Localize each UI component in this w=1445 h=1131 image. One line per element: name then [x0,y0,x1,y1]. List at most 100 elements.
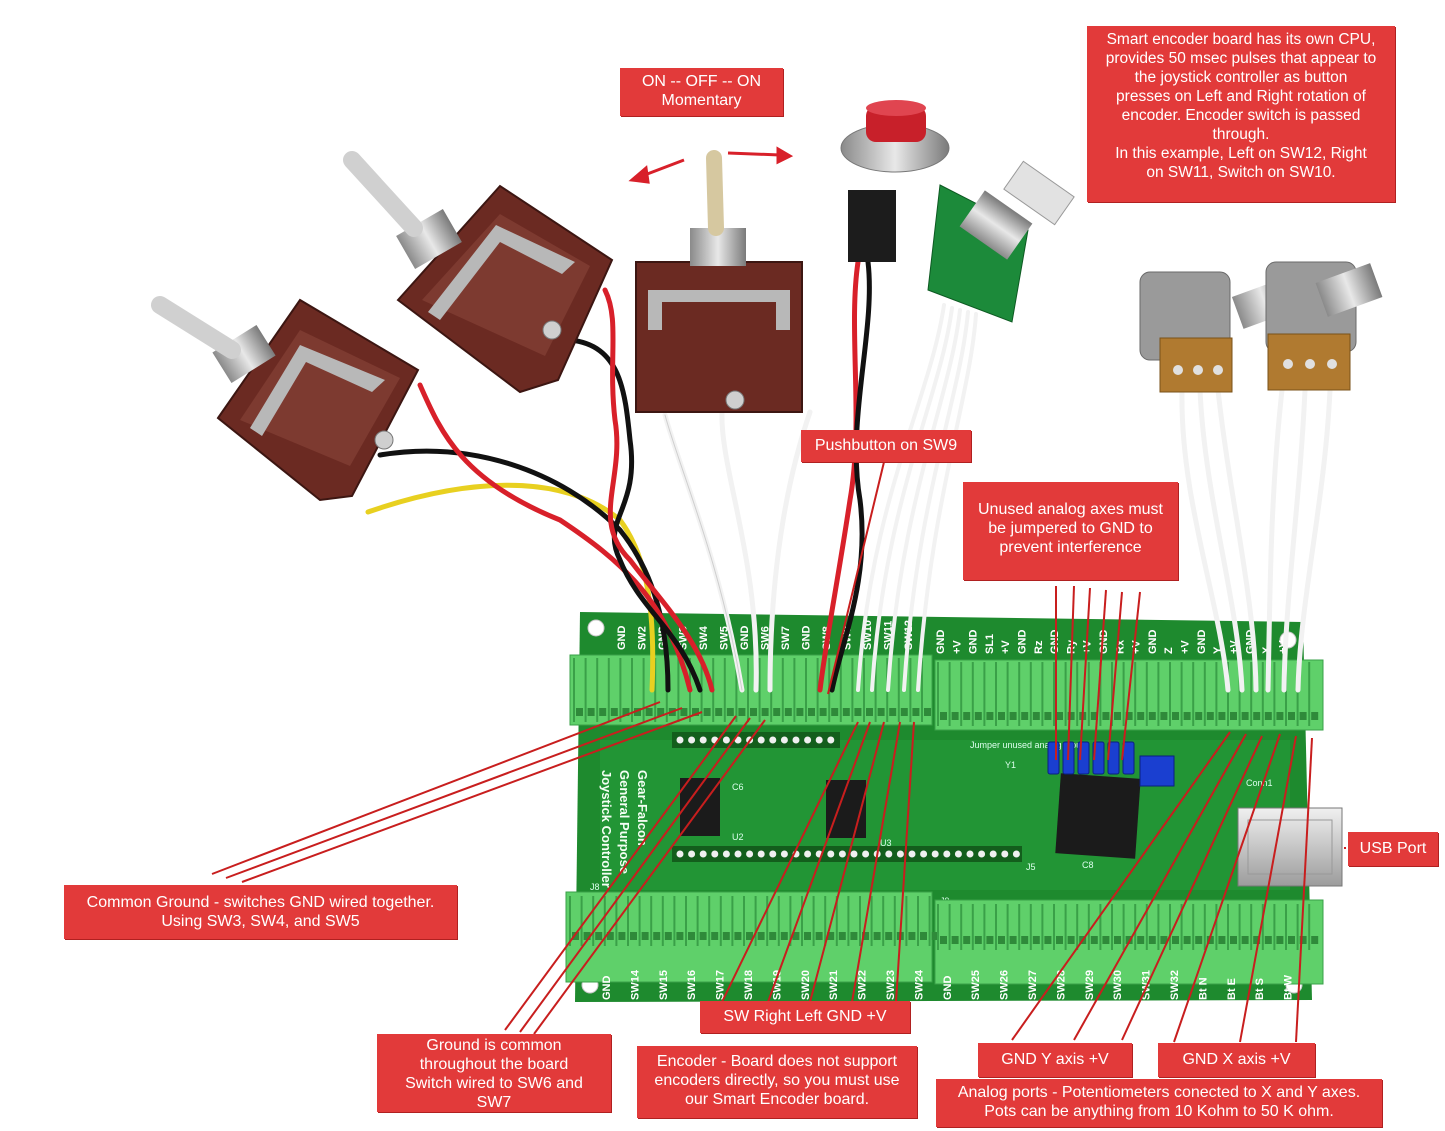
pin-label: SW32 [1169,970,1181,1000]
terminal-screw [1090,712,1098,720]
terminal-screw [688,932,695,940]
pin-label: GND [801,626,813,651]
terminal-screw [1032,712,1040,720]
terminal-screw [1299,712,1307,720]
terminal-screw [1218,936,1226,944]
pin-label: SW15 [658,970,670,1000]
header-pin [896,850,904,858]
terminal-screw [819,708,827,716]
smart-encoder-line-5: encoder. Encoder switch is passed [1121,107,1361,124]
jumper-cap[interactable] [1122,741,1135,775]
terminal-screw [1230,712,1237,720]
header-pin [722,850,730,858]
terminal-screw [1206,712,1214,720]
header-pin [688,736,696,744]
pin-label: SW14 [629,969,641,1000]
terminal-screw [657,708,665,716]
terminal-screw [1148,936,1156,944]
header-pin [699,736,707,744]
header-pin [804,850,812,858]
header-pin [827,736,835,744]
terminal-screw [664,932,672,940]
terminal-screw [920,932,927,940]
jumper-cap[interactable] [1139,755,1175,787]
terminal-screw [940,936,947,944]
terminal-screw [622,708,630,716]
terminal-screw [850,932,858,940]
pin-label: GND [1017,630,1029,655]
header-pin [966,850,974,858]
silk-jumper-note: Jumper unused analog inputs [970,740,1089,750]
smart-encoder-line-3: the joystick controller as button [1134,69,1348,86]
terminal-screw [780,932,788,940]
silk-y1: Y1 [1005,760,1016,770]
sw-pins-label: SW Right Left GND +V [723,1008,887,1025]
pin-label: SW27 [1027,970,1039,1000]
terminal-screw [711,932,719,940]
terminal-screw [1056,712,1063,720]
terminal-screw [912,708,920,716]
terminal-screw [885,932,893,940]
pushbutton-label: Pushbutton on SW9 [814,437,958,454]
terminal-screw [998,936,1005,944]
potentiometer-icon [1265,261,1383,391]
terminal-screw [1195,936,1203,944]
terminal-screw [792,932,800,940]
board-title-line-3: Joystick Controller V2 [599,770,614,907]
terminal-screw [1311,936,1319,944]
terminal-screw [1253,936,1261,944]
terminal-screw [1114,712,1121,720]
terminal-screw [606,932,614,940]
smart-encoder-line-2: provides 50 msec pulses that appear to [1105,50,1377,67]
on-off-on-line-2: Momentary [661,92,742,109]
jumper-cap[interactable] [1092,741,1105,775]
header-pin [989,850,997,858]
pin-label: +V [1082,640,1094,654]
pin-label: GND [1196,630,1208,655]
terminal-screw [572,932,579,940]
header-pin [769,850,777,858]
callout-analog-ports: Analog ports - Potentiometers conected t… [936,1079,1382,1127]
pin-label: SW16 [686,970,698,1000]
terminal-screw [1056,936,1063,944]
pin-header-bottom [676,850,1020,858]
terminal-screw [746,932,753,940]
silk-c8: C8 [1082,860,1094,870]
terminal-screw [1288,936,1295,944]
terminal-screw [1102,712,1110,720]
terminal-screw [842,708,850,716]
header-pin [734,850,742,858]
terminal-screw [773,708,781,716]
callout-pushbutton: Pushbutton on SW9 [801,430,971,462]
pin-label: SW21 [828,970,840,1000]
terminal-screw [815,932,823,940]
terminal-screw [1148,712,1156,720]
terminal-screw [1137,712,1145,720]
unused-axes-line-3: prevent interference [999,539,1142,556]
pin-label: SW2 [637,626,649,650]
silk-conn1: Conn1 [1246,778,1273,788]
header-pin [757,850,765,858]
on-off-on-line-1: ON -- OFF -- ON [641,73,762,90]
terminal-screw [1288,712,1295,720]
pin-label: SW4 [698,625,710,650]
terminal-screw [641,932,649,940]
terminal-screw [645,708,653,716]
jumper-cap[interactable] [1047,741,1060,775]
callout-y-axis: GND Y axis +V [978,1043,1132,1077]
terminal-screw [1021,936,1029,944]
pin-label: GND [616,626,628,651]
terminal-screw [963,712,971,720]
toggle-switch-icon [635,150,803,413]
smart-encoder-line-1: Smart encoder board has its own CPU, [1106,31,1376,48]
smart-encoder-line-8: on SW11, Switch on SW10. [1146,164,1336,181]
terminal-screw [827,932,835,940]
terminal-screw [576,708,583,716]
terminal-screw [1299,936,1307,944]
terminal-screw [951,936,959,944]
terminal-screw [634,708,641,716]
terminal-screw [1172,712,1179,720]
terminal-screw [703,708,711,716]
pin-label: Rz [1033,640,1045,654]
